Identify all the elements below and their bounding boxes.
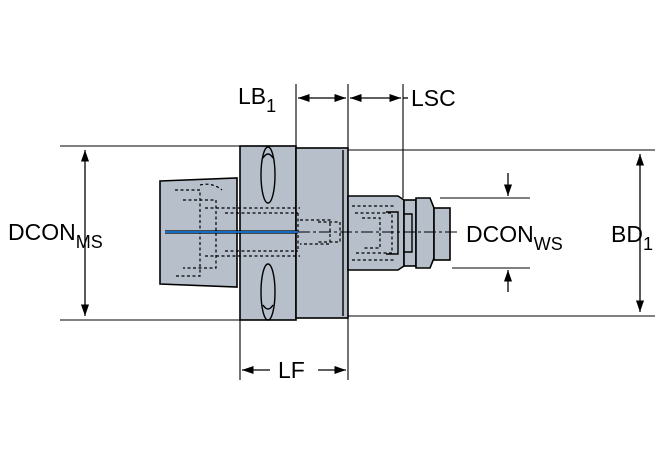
spigot-ring [403,199,417,267]
spigot [347,195,405,271]
flange-slots [260,146,276,321]
label-dcon-ws: DCONWS [466,221,563,254]
label-lf: LF [278,357,305,383]
extension-lines [60,84,655,380]
label-dcon-ms: DCONMS [8,219,103,252]
label-bd1: BD1 [611,221,653,254]
nose [415,197,435,269]
dimension-lines [80,93,645,375]
nose-tip [433,207,451,261]
label-lsc: LSC [411,85,456,111]
label-lb1: LB1 [238,83,276,116]
